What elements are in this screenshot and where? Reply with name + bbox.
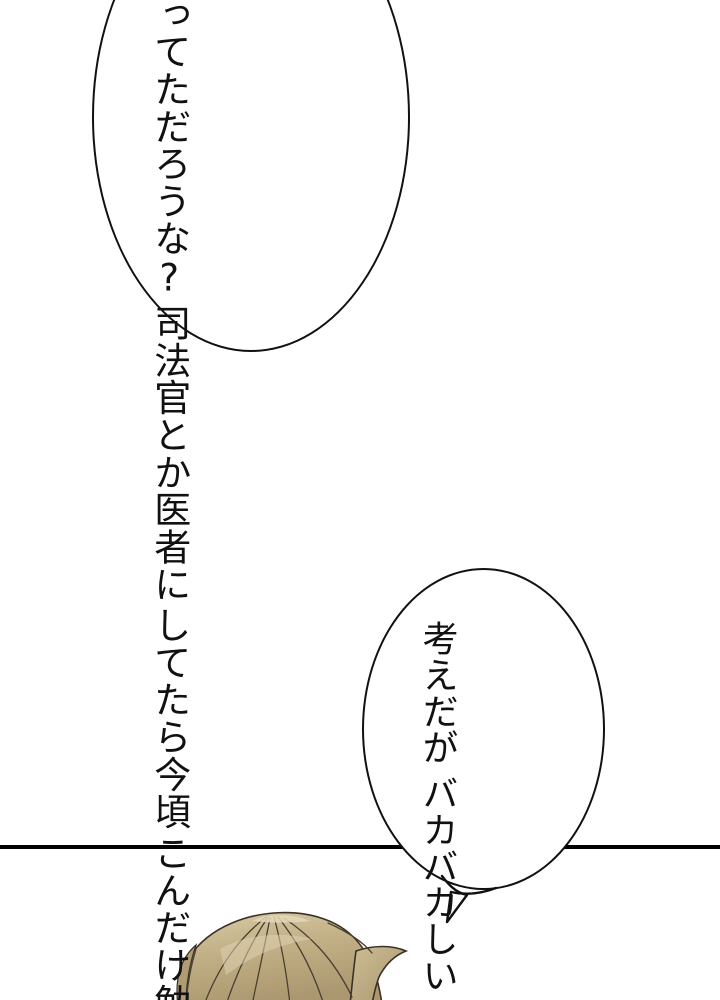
hair-crown-highlight [252, 915, 310, 923]
bubble-2-column-3: 考えだが [416, 620, 458, 766]
bubble-1-column-3: 司法官とか医者に [147, 303, 191, 603]
speech-bubble-1-text: こんだけ勉強 してたら今頃 司法官とか医者に なってただろうな? [147, 0, 191, 1000]
hair-right-tuft [349, 945, 409, 1000]
bubble-1-column-4: なってただろうな? [147, 0, 191, 300]
hair-highlight-band [220, 934, 312, 975]
speech-bubble-2 [362, 568, 605, 890]
bubble-1-column-2: してたら今頃 [147, 606, 191, 831]
speech-bubble-2-text: まっ バカバカしい 考えだが [416, 612, 458, 1000]
panel-divider [0, 845, 720, 849]
bubble-1-column-1: こんだけ勉強 [147, 834, 191, 1000]
character-hair [176, 911, 409, 1000]
bubble-2-column-2: バカバカしい [416, 775, 458, 994]
